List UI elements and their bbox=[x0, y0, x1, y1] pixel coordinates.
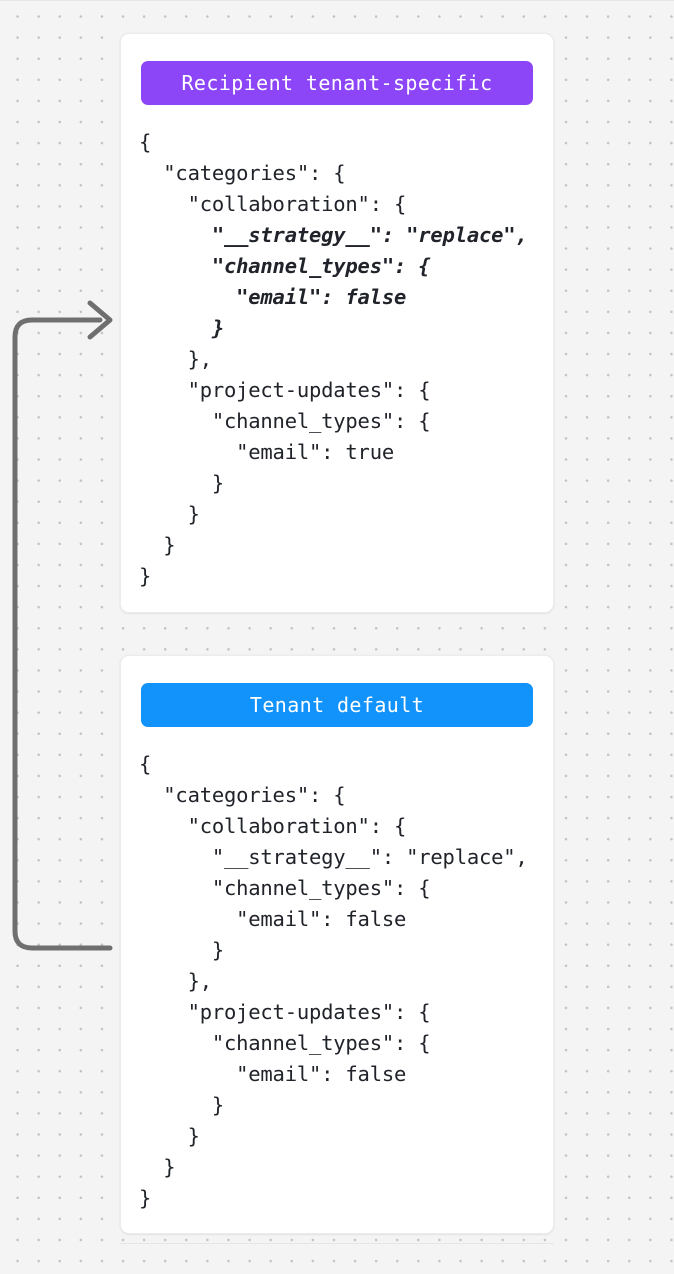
code-line: "categories": { bbox=[139, 783, 346, 807]
code-line: }, bbox=[139, 347, 212, 371]
code-line: "email": false bbox=[139, 285, 407, 309]
code-line: "categories": { bbox=[139, 161, 346, 185]
code-line: "channel_types": { bbox=[139, 254, 431, 278]
card-header-tenant-default: Tenant default bbox=[141, 683, 533, 727]
card-tenant-default: Tenant default { "categories": { "collab… bbox=[120, 655, 554, 1234]
code-line: "email": false bbox=[139, 1062, 407, 1086]
code-line: "channel_types": { bbox=[139, 409, 431, 433]
code-line: "project-updates": { bbox=[139, 378, 431, 402]
code-line: "email": true bbox=[139, 440, 394, 464]
code-line: "channel_types": { bbox=[139, 876, 431, 900]
card-recipient-tenant-specific: Recipient tenant-specific { "categories"… bbox=[120, 33, 554, 613]
code-line: } bbox=[139, 502, 200, 526]
code-line: } bbox=[139, 1093, 224, 1117]
code-line: "email": false bbox=[139, 907, 407, 931]
code-line: "project-updates": { bbox=[139, 1000, 431, 1024]
code-line: } bbox=[139, 533, 176, 557]
code-line: { bbox=[139, 752, 152, 776]
code-block-tenant-default: { "categories": { "collaboration": { "__… bbox=[121, 749, 553, 1214]
card-header-recipient: Recipient tenant-specific bbox=[141, 61, 533, 105]
code-line: } bbox=[139, 471, 224, 495]
code-line: } bbox=[139, 1186, 152, 1210]
code-line: }, bbox=[139, 969, 212, 993]
code-line: } bbox=[139, 938, 224, 962]
code-line: } bbox=[139, 564, 152, 588]
code-line: "channel_types": { bbox=[139, 1031, 431, 1055]
canvas-bottom-edge bbox=[120, 1243, 554, 1244]
code-line: "__strategy__": "replace", bbox=[139, 223, 528, 247]
code-line: { bbox=[139, 130, 152, 154]
code-block-recipient: { "categories": { "collaboration": { "__… bbox=[121, 127, 553, 592]
override-arrow bbox=[0, 280, 140, 980]
code-line: } bbox=[139, 316, 224, 340]
code-line: "collaboration": { bbox=[139, 814, 407, 838]
code-line: } bbox=[139, 1155, 176, 1179]
code-line: } bbox=[139, 1124, 200, 1148]
code-line: "collaboration": { bbox=[139, 192, 407, 216]
canvas-top-edge bbox=[0, 0, 674, 1]
code-line: "__strategy__": "replace", bbox=[139, 845, 528, 869]
